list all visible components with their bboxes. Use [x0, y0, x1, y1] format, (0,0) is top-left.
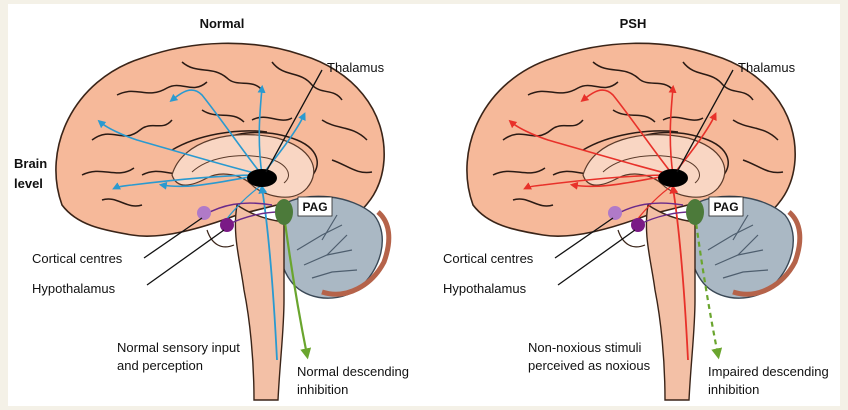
panel-title: Normal [200, 16, 245, 31]
thalamus-label: Thalamus [738, 60, 796, 75]
hypothalamus-label: Hypothalamus [32, 281, 116, 296]
pag-label: PAG [713, 200, 738, 214]
pag-node [275, 199, 293, 225]
pag-label: PAG [302, 200, 327, 214]
brainstem [235, 205, 284, 400]
brainstem [646, 205, 695, 400]
thalamus-label: Thalamus [327, 60, 385, 75]
pag-node [686, 199, 704, 225]
thalamus-node [658, 169, 688, 187]
hypothalamus-node [220, 218, 234, 232]
hypothalamus-leader [558, 230, 635, 285]
cortical-centre-node [608, 206, 622, 220]
cortical-centres-label: Cortical centres [32, 251, 123, 266]
hypothalamus-label: Hypothalamus [443, 281, 527, 296]
cortical-centres-label: Cortical centres [443, 251, 534, 266]
hypothalamus-leader [147, 230, 224, 285]
panel-title: PSH [620, 16, 647, 31]
cortical-centre-node [197, 206, 211, 220]
hypothalamus-node [631, 218, 645, 232]
thalamus-node [247, 169, 277, 187]
